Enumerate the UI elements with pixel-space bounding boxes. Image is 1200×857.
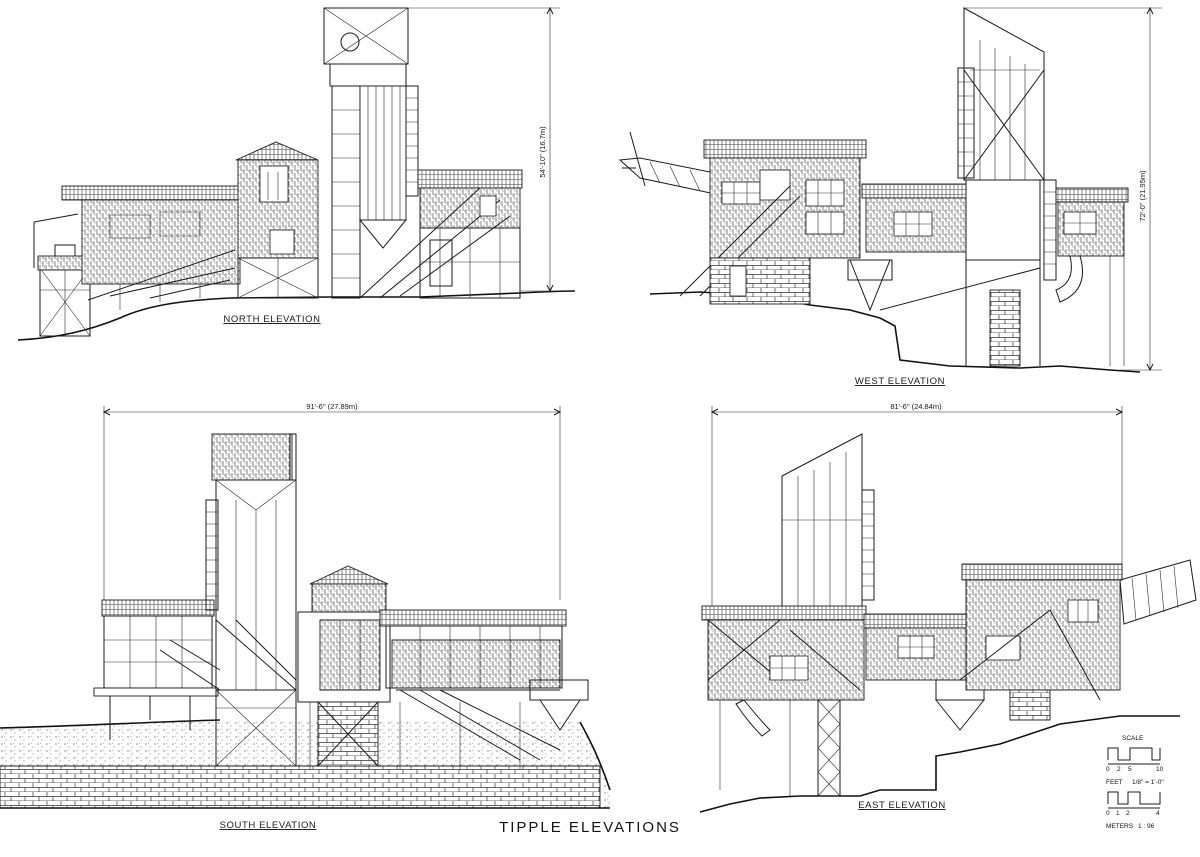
south-dimension-lines [103,406,561,600]
south-left-roof [101,599,215,617]
meters-tick-1: 1 [1116,810,1120,817]
south-left-frame [103,615,213,689]
south-width-dimension: 91'-6" (27.89m) [306,402,358,411]
east-conveyor [1119,559,1197,625]
south-center-gable [309,565,389,585]
east-trestle [817,699,841,797]
east-ground-line [699,715,1180,813]
east-window-2 [1067,599,1099,623]
west-main-roof [703,139,867,159]
meters-tick-4: 4 [1156,810,1160,817]
west-dimension-lines [964,7,1162,371]
north-left-roof [61,185,241,201]
scale-legend: SCALE 0 2 5 10 FEET 1/8" = 1'-0" 0 1 2 4… [1106,735,1164,830]
feet-ratio: 1/8" = 1'-0" [1132,779,1164,786]
east-right-wall [965,579,1121,691]
north-right-roof [417,169,523,189]
meters-tick-0: 0 [1106,810,1110,817]
scale-meters-bar [1107,791,1161,805]
west-height-dimension: 72'-0" (21.95m) [1138,170,1147,222]
west-middle-wall [865,197,967,253]
west-elevation: 72'-0" (21.95m) WEST ELEVATION [618,6,1162,387]
east-right-roof [961,563,1123,581]
meters-tick-2: 2 [1126,810,1130,817]
east-dimension-lines [711,406,1123,606]
meters-ratio: 1 : 96 [1138,823,1155,830]
east-elevation-label: EAST ELEVATION [858,800,946,811]
south-right-roof [379,609,567,627]
south-tower-head [211,433,293,481]
south-elevation: 91'-6" (27.89m) [0,402,611,831]
north-ground-line [17,290,576,341]
sheet-title: TIPPLE ELEVATIONS [499,819,681,836]
feet-tick-5: 5 [1128,766,1132,773]
north-tower-ladder [331,85,361,299]
feet-tick-0: 0 [1106,766,1110,773]
west-elevation-label: WEST ELEVATION [855,376,945,387]
east-tower [781,433,863,609]
feet-tick-2: 2 [1117,766,1121,773]
feet-tick-10: 10 [1156,766,1164,773]
east-elevation: 81'-6" (24.84m) EAST [699,402,1197,813]
north-center-gable [235,141,319,161]
north-height-dimension: 54'-10" (16.7m) [538,126,547,178]
feet-label: FEET [1106,779,1123,786]
meters-label: METERS [1106,823,1134,830]
south-elevation-label: SOUTH ELEVATION [220,820,317,831]
north-left-wall [81,199,241,285]
scale-heading: SCALE [1122,735,1144,742]
east-left-roof [701,605,867,621]
east-width-dimension: 81'-6" (24.84m) [890,402,942,411]
scale-feet-bar [1107,747,1161,761]
east-chute [735,699,771,737]
north-shed-window [259,165,289,203]
north-head-wheel [340,32,360,52]
north-elevation-label: NORTH ELEVATION [223,314,320,325]
west-tower [963,7,1045,181]
west-tower-pier [989,289,1021,367]
north-dimension-lines [408,7,560,292]
north-tower-bin [359,85,407,221]
south-stone-wall [0,765,601,809]
north-elevation: 54'-10" (16.7m) NORTH ELEVATION [17,6,576,341]
west-chute [1055,255,1083,303]
